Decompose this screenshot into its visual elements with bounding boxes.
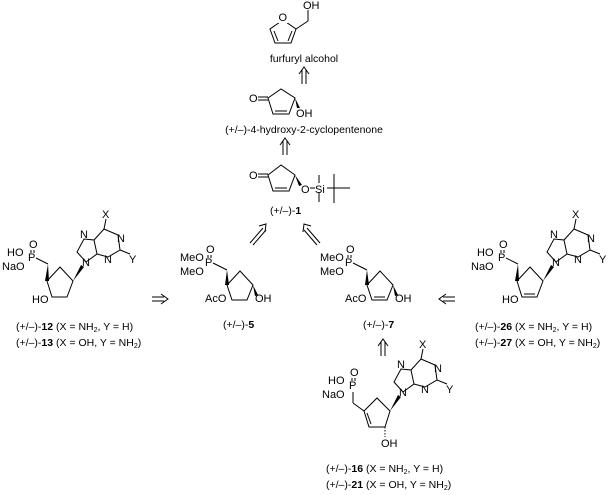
atom-n9: N [552,257,560,269]
atom-o: O [499,239,508,251]
compound-16-21-structure: HO NaO P O OH N N N N X Y [322,339,454,450]
atom-oh: OH [395,293,412,305]
atom-meo-1: MeO [180,252,204,264]
atom-o: O [249,93,258,105]
atom-n3: N [421,384,429,396]
retro-arrow-12-to-5 [152,293,169,305]
compound-12-13-structure: HO NaO P O HO N N N N X Y [2,209,137,306]
atom-y: Y [599,254,607,266]
compound-13-label: (+/–)-13 (X = OH, Y = NH2) [16,337,141,350]
compound-16-label: (+/–)-16 (X = NH2, Y = H) [326,463,443,476]
atom-y: Y [446,384,454,396]
atom-n7: N [397,359,405,371]
compound-5-label: (+/–)-5 [223,319,254,331]
furfuryl-alcohol-label: furfuryl alcohol [270,53,338,65]
retro-arrow-26-to-7 [438,293,455,305]
compound-26-label: (+/–)-26 (X = NH2, Y = H) [475,321,592,334]
compound-1-structure: O O Si [249,164,350,203]
atom-n7: N [80,229,88,241]
retro-arrow-2 [279,137,291,155]
atom-n9: N [399,387,407,399]
atom-ho: HO [328,375,345,387]
atom-o: O [346,244,355,256]
retro-arrow-7-to-1 [302,223,321,246]
compound-27-label: (+/–)-27 (X = OH, Y = NH2) [475,337,600,350]
atom-n9: N [82,257,90,269]
retro-arrow-16-to-7 [377,338,389,356]
atom-x: X [102,209,110,221]
atom-ho-ring: HO [502,294,519,306]
atom-o: O [29,239,38,251]
atom-o: O [249,170,258,182]
atom-n3: N [104,254,112,266]
atom-si: Si [315,184,325,196]
atom-nao: NaO [471,261,494,273]
compound-21-label: (+/–)-21 (X = OH, Y = NH2) [326,479,451,492]
atom-o: O [206,244,215,256]
atom-aco: AcO [345,293,367,305]
atom-ho: HO [477,247,494,259]
atom-p: P [345,257,352,269]
atom-meo-2: MeO [320,266,344,278]
retro-arrow-5-to-1 [249,223,267,246]
atom-o: O [350,367,359,379]
atom-nao: NaO [2,261,25,273]
atom-n1: N [434,363,442,375]
atom-x: X [419,339,427,351]
atom-p: P [349,380,356,392]
atom-aco: AcO [205,293,227,305]
atom-x: X [572,209,580,221]
atom-p: P [205,257,212,269]
atom-n7: N [550,229,558,241]
atom-meo-2: MeO [180,266,204,278]
atom-oh: OH [255,293,272,305]
atom-oh: OH [296,108,313,120]
atom-n1: N [587,233,595,245]
atom-o-ring: O [279,12,288,24]
compound-7-label: (+/–)-7 [363,319,394,331]
atom-oh: OH [381,438,398,450]
atom-p: P [28,252,35,264]
atom-p: P [498,252,505,264]
furfuryl-alcohol-structure: O OH [269,0,320,44]
retro-arrow-1 [298,66,310,84]
atom-meo-1: MeO [320,252,344,264]
atom-oh: OH [303,0,320,12]
hydroxycyclopentenone-structure: O OH [249,88,313,120]
compound-12-label: (+/–)-12 (X = NH2, Y = H) [16,321,133,334]
compound-1-label: (+/–)-1 [270,205,301,217]
atom-n1: N [117,233,125,245]
compound-7-structure: MeO MeO P O AcO OH [320,244,412,305]
compound-5-structure: MeO MeO P O AcO OH [180,244,272,305]
hydroxycyclopentenone-label: (+/–)-4-hydroxy-2-cyclopentenone [225,124,383,136]
atom-y: Y [129,254,137,266]
atom-nao: NaO [322,389,345,401]
atom-o-si: O [301,184,310,196]
atom-n3: N [574,254,582,266]
atom-ho: HO [7,247,24,259]
compound-26-27-structure: HO NaO P O HO N N N N X Y [471,209,607,306]
atom-ho-ring: HO [32,294,49,306]
